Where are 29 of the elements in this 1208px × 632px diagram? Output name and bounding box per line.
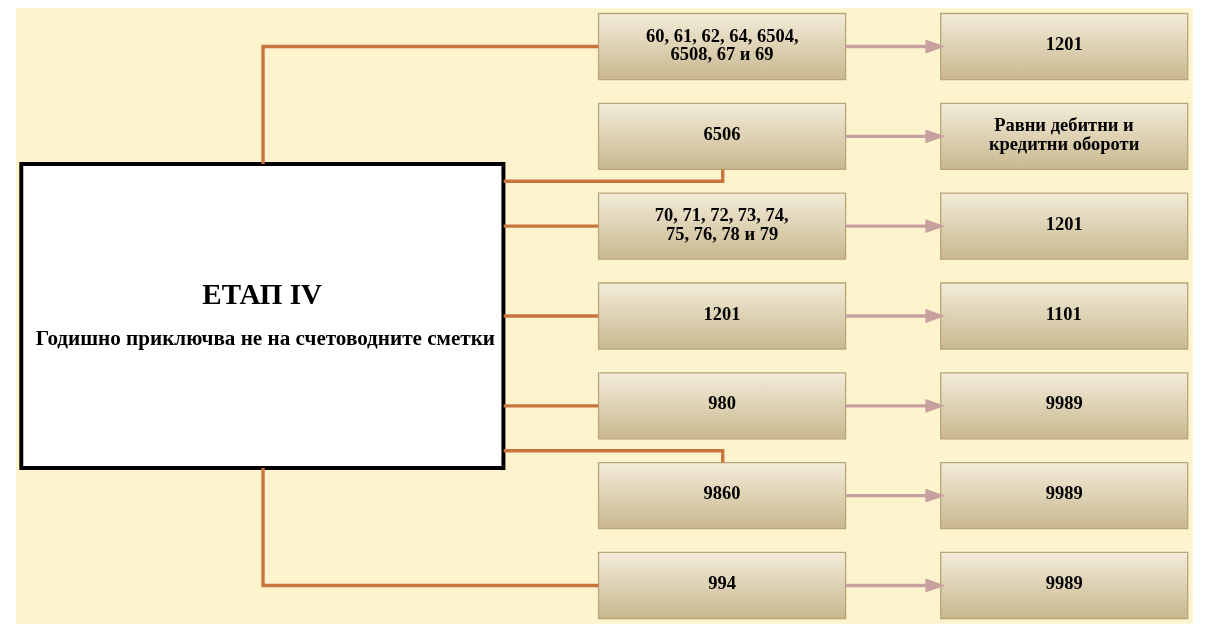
arrow	[845, 129, 945, 144]
connector	[260, 44, 598, 164]
node-box: 1201	[597, 282, 846, 350]
connector	[503, 169, 724, 183]
connector	[503, 314, 598, 318]
node-box: 9860	[597, 461, 846, 530]
connector	[260, 468, 598, 588]
node-box: 1201	[939, 192, 1188, 260]
arrow	[845, 219, 945, 234]
node-box: 994	[597, 551, 846, 620]
connector	[503, 449, 724, 463]
node-box: Равни дебитни и кредитни обороти	[939, 102, 1188, 171]
arrow	[845, 39, 945, 54]
arrow	[845, 309, 945, 323]
arrow	[845, 398, 945, 413]
node-box: 9989	[939, 551, 1188, 620]
node-box: 70, 71, 72, 73, 74, 75, 76, 78 и 79	[597, 192, 846, 260]
connector	[503, 404, 598, 408]
node-box: 9989	[939, 372, 1188, 440]
node-box: 1201	[939, 12, 1188, 81]
node-box: ЕТАП IV Годишно приключва не на счетоводните сметки	[18, 162, 505, 470]
connector	[503, 224, 598, 228]
node-box: 6506	[597, 102, 846, 171]
arrow	[845, 488, 945, 503]
node-box: 980	[597, 372, 846, 440]
arrow	[845, 578, 945, 593]
node-box: 9989	[939, 461, 1188, 530]
node-box: 1101	[939, 282, 1188, 350]
node-box: 60, 61, 62, 64, 6504, 6508, 67 и 69	[597, 12, 846, 81]
